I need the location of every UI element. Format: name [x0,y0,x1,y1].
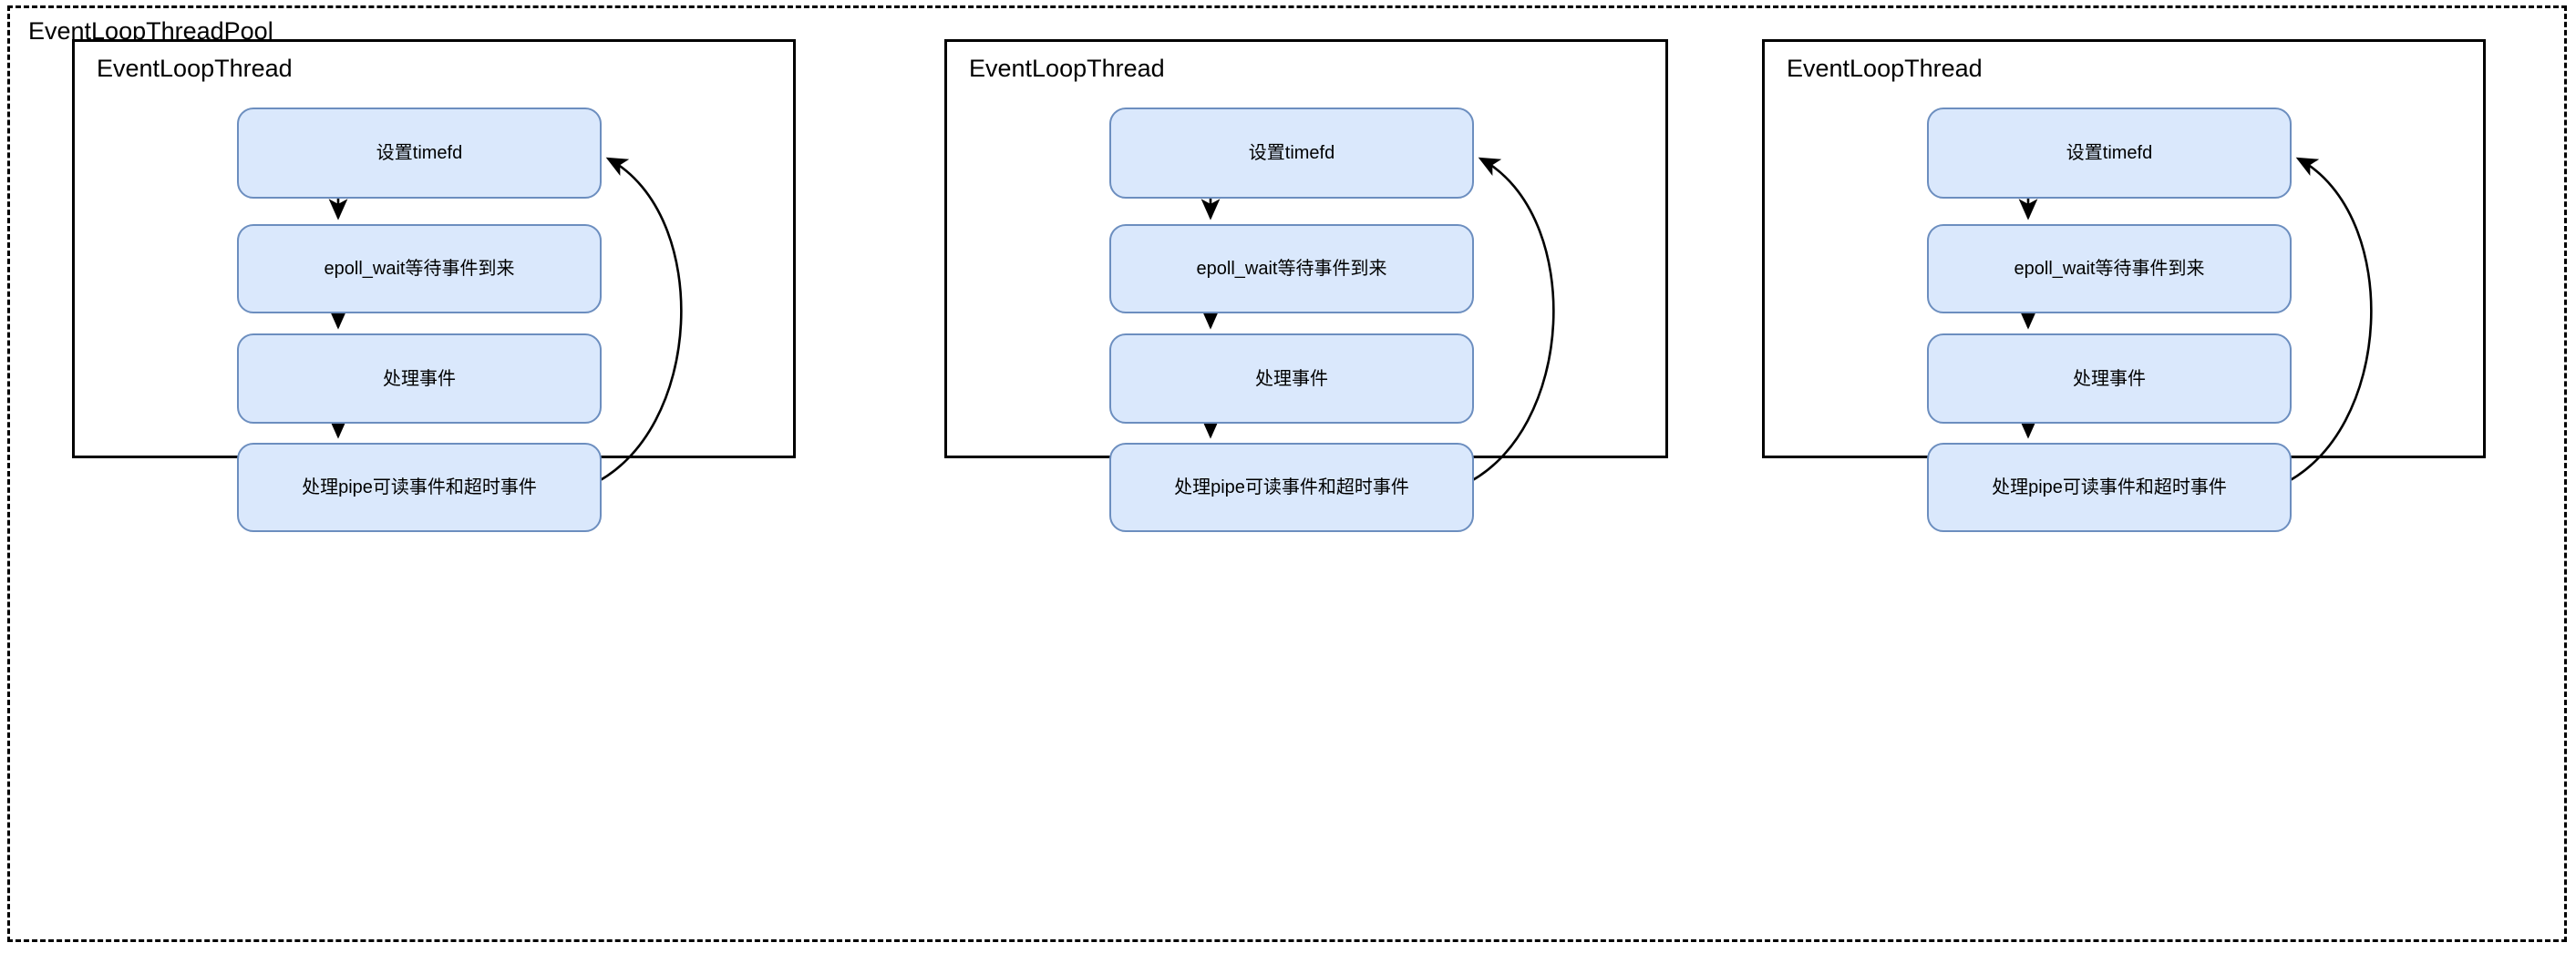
node-label: epoll_wait等待事件到来 [2014,259,2205,279]
thread-group-body: 设置timefd epoll_wait等待事件到来 处理事件 处理pipe可读事… [947,42,1665,532]
edge-handle-pipe-to-set-timerfd-loopback [589,157,683,487]
node-label: epoll_wait等待事件到来 [1196,259,1387,279]
node-label: 处理事件 [1255,368,1328,389]
thread-group-body: 设置timefd epoll_wait等待事件到来 处理事件 处理pipe可读事… [75,42,793,532]
thread-group-title: EventLoopThread [1787,55,1983,82]
node-set-timerfd[interactable]: 设置timefd [1927,108,2292,199]
node-handle-events[interactable]: 处理事件 [1109,333,1474,424]
node-label: 设置timefd [2066,143,2153,163]
event-loop-thread-group-1[interactable]: EventLoopThread 设置timefd epoll_wait等待事件到… [72,39,796,532]
node-label: 处理pipe可读事件和超时事件 [1174,477,1409,497]
edge-handle-pipe-to-set-timerfd-loopback [1461,157,1555,487]
node-set-timerfd[interactable]: 设置timefd [1109,108,1474,199]
thread-group-title: EventLoopThread [97,55,293,82]
node-label: 设置timefd [376,143,463,163]
node-label: 处理pipe可读事件和超时事件 [302,477,537,497]
node-label: 处理事件 [2073,368,2146,389]
thread-group-body: 设置timefd epoll_wait等待事件到来 处理事件 处理pipe可读事… [1765,42,2483,532]
node-epoll-wait[interactable]: epoll_wait等待事件到来 [1109,224,1474,313]
event-loop-thread-group-3[interactable]: EventLoopThread 设置timefd epoll_wait等待事件到… [1762,39,2486,532]
edge-handle-pipe-to-set-timerfd-loopback [2279,157,2373,487]
node-handle-pipe-timeout[interactable]: 处理pipe可读事件和超时事件 [237,443,602,532]
node-label: 处理pipe可读事件和超时事件 [1992,477,2227,497]
node-epoll-wait[interactable]: epoll_wait等待事件到来 [237,224,602,313]
node-set-timerfd[interactable]: 设置timefd [237,108,602,199]
node-label: epoll_wait等待事件到来 [324,259,515,279]
thread-group-title: EventLoopThread [969,55,1165,82]
node-handle-pipe-timeout[interactable]: 处理pipe可读事件和超时事件 [1109,443,1474,532]
node-label: 处理事件 [383,368,456,389]
node-handle-events[interactable]: 处理事件 [237,333,602,424]
event-loop-thread-group-2[interactable]: EventLoopThread 设置timefd epoll_wait等待事件到… [944,39,1668,532]
node-handle-events[interactable]: 处理事件 [1927,333,2292,424]
node-label: 设置timefd [1248,143,1335,163]
node-epoll-wait[interactable]: epoll_wait等待事件到来 [1927,224,2292,313]
node-handle-pipe-timeout[interactable]: 处理pipe可读事件和超时事件 [1927,443,2292,532]
